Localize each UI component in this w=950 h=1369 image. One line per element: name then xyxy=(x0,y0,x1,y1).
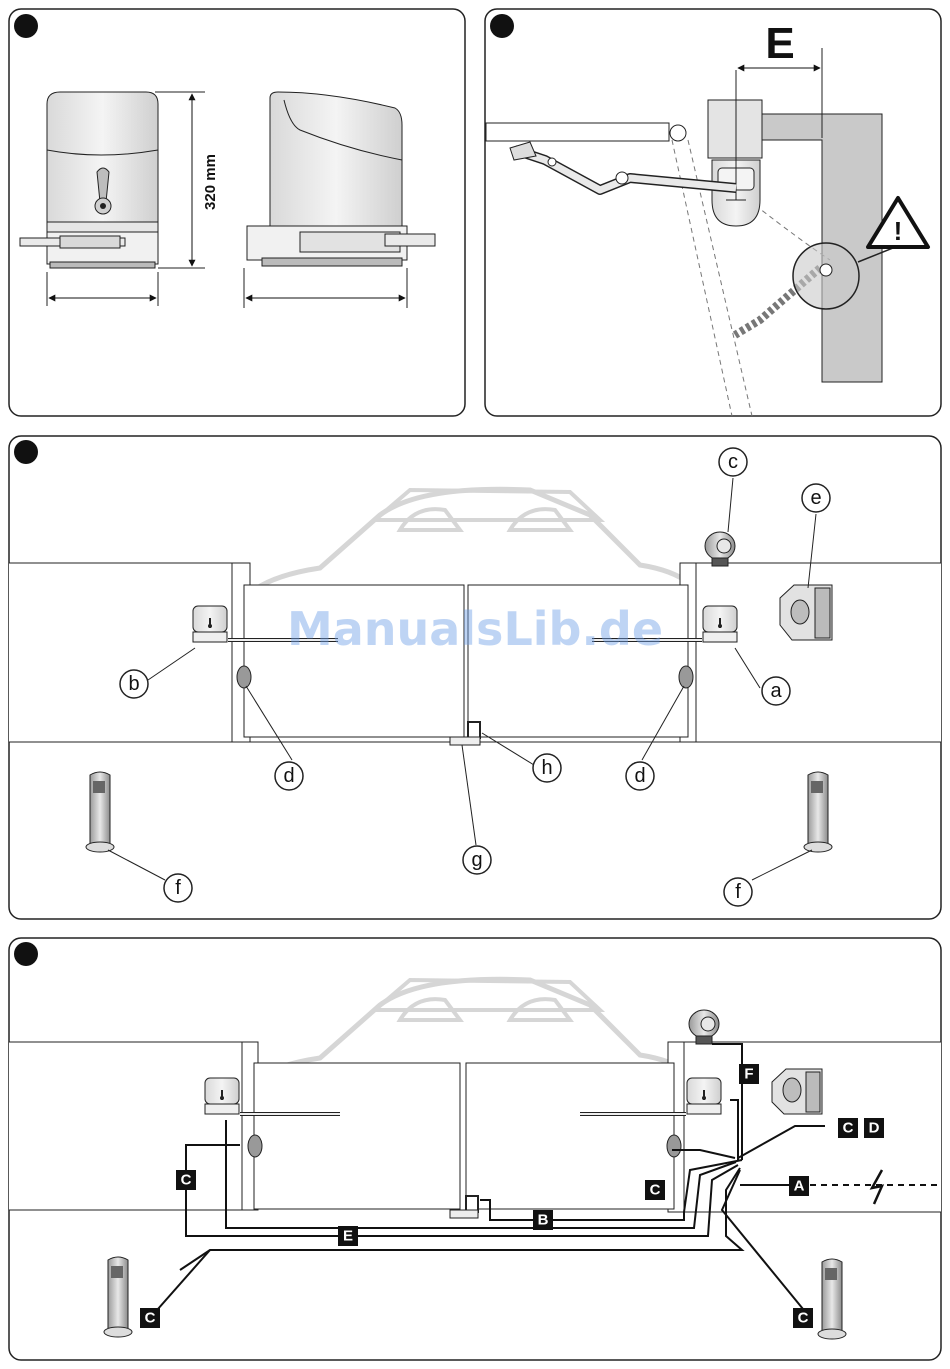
callout-a-text: a xyxy=(770,680,782,702)
callout-b: b xyxy=(120,670,148,698)
panel-marker-icon xyxy=(490,14,514,38)
tag-C-right-text: C xyxy=(650,1182,661,1199)
warning-symbol: ! xyxy=(894,216,903,246)
callout-e-text: e xyxy=(810,487,821,509)
photocell-right xyxy=(679,666,693,688)
tag-A: A xyxy=(789,1176,809,1196)
tag-C-selector: C xyxy=(838,1118,858,1138)
panel-marker-icon xyxy=(14,440,38,464)
left-gate-leaf xyxy=(254,1063,460,1209)
tag-F-text: F xyxy=(744,1066,753,1083)
callout-d-left: d xyxy=(275,762,303,790)
tag-C-post-right: C xyxy=(793,1308,813,1328)
callout-c-text: c xyxy=(728,451,738,473)
gate-leaf xyxy=(486,123,669,141)
tag-A-text: A xyxy=(794,1178,805,1195)
floor-stop xyxy=(450,737,480,745)
tag-C-post-right-text: C xyxy=(798,1310,809,1327)
tag-C-right: C xyxy=(645,1180,665,1200)
photocell-post-icon xyxy=(804,772,832,852)
gear-motor-right xyxy=(687,1078,721,1114)
distance-e-label: E xyxy=(765,19,794,68)
tag-C-left-text: C xyxy=(181,1172,192,1189)
gear-motor-left xyxy=(205,1078,239,1114)
key-selector-icon xyxy=(772,1069,822,1114)
callout-e: e xyxy=(802,484,830,512)
panel-1-dimensions: 320 mm xyxy=(9,9,465,416)
tag-C-post-left: C xyxy=(140,1308,160,1328)
panel-3-components: a b c e d d h g f f ManualsLib.de xyxy=(9,436,941,919)
callout-f-left: f xyxy=(164,874,192,902)
callout-b-text: b xyxy=(128,673,139,695)
electric-lock xyxy=(468,722,480,738)
callout-d-right-text: d xyxy=(634,765,645,787)
callout-d-left-text: d xyxy=(283,765,294,787)
tag-C-post-left-text: C xyxy=(145,1310,156,1327)
gear-motor-b xyxy=(193,606,227,642)
callout-g-text: g xyxy=(471,849,482,871)
tag-B-text: B xyxy=(538,1212,549,1229)
key-selector-icon xyxy=(780,585,832,640)
tag-C-left: C xyxy=(176,1170,196,1190)
panel-marker-icon xyxy=(14,14,38,38)
tag-E-text: E xyxy=(343,1228,353,1245)
floor-stop xyxy=(450,1210,478,1218)
photocell-post-icon xyxy=(86,772,114,852)
callout-g: g xyxy=(463,846,491,874)
tag-D-text: D xyxy=(869,1120,880,1137)
photocell-post-icon xyxy=(818,1259,846,1339)
tag-B: B xyxy=(533,1210,553,1230)
callout-c: c xyxy=(719,448,747,476)
panel-4-wiring: A B C C C C C D E F xyxy=(9,938,941,1360)
tag-D: D xyxy=(864,1118,884,1138)
callout-h: h xyxy=(533,754,561,782)
photocell-left xyxy=(237,666,251,688)
right-gate-leaf xyxy=(466,1063,674,1209)
callout-f-right: f xyxy=(724,878,752,906)
gear-motor-a xyxy=(703,606,737,642)
panel-2-distance-e: E ! xyxy=(485,9,941,416)
callout-a: a xyxy=(762,677,790,705)
photocell-post-icon xyxy=(104,1257,132,1337)
panel-marker-icon xyxy=(14,942,38,966)
height-dimension-label: 320 mm xyxy=(202,154,219,210)
tag-F: F xyxy=(739,1064,759,1084)
callout-h-text: h xyxy=(541,757,552,779)
callout-d-right: d xyxy=(626,762,654,790)
callout-f-left-text: f xyxy=(175,877,181,899)
tag-E: E xyxy=(338,1226,358,1246)
watermark: ManualsLib.de xyxy=(287,602,663,656)
tag-C-selector-text: C xyxy=(843,1120,854,1137)
callout-f-right-text: f xyxy=(735,881,741,903)
